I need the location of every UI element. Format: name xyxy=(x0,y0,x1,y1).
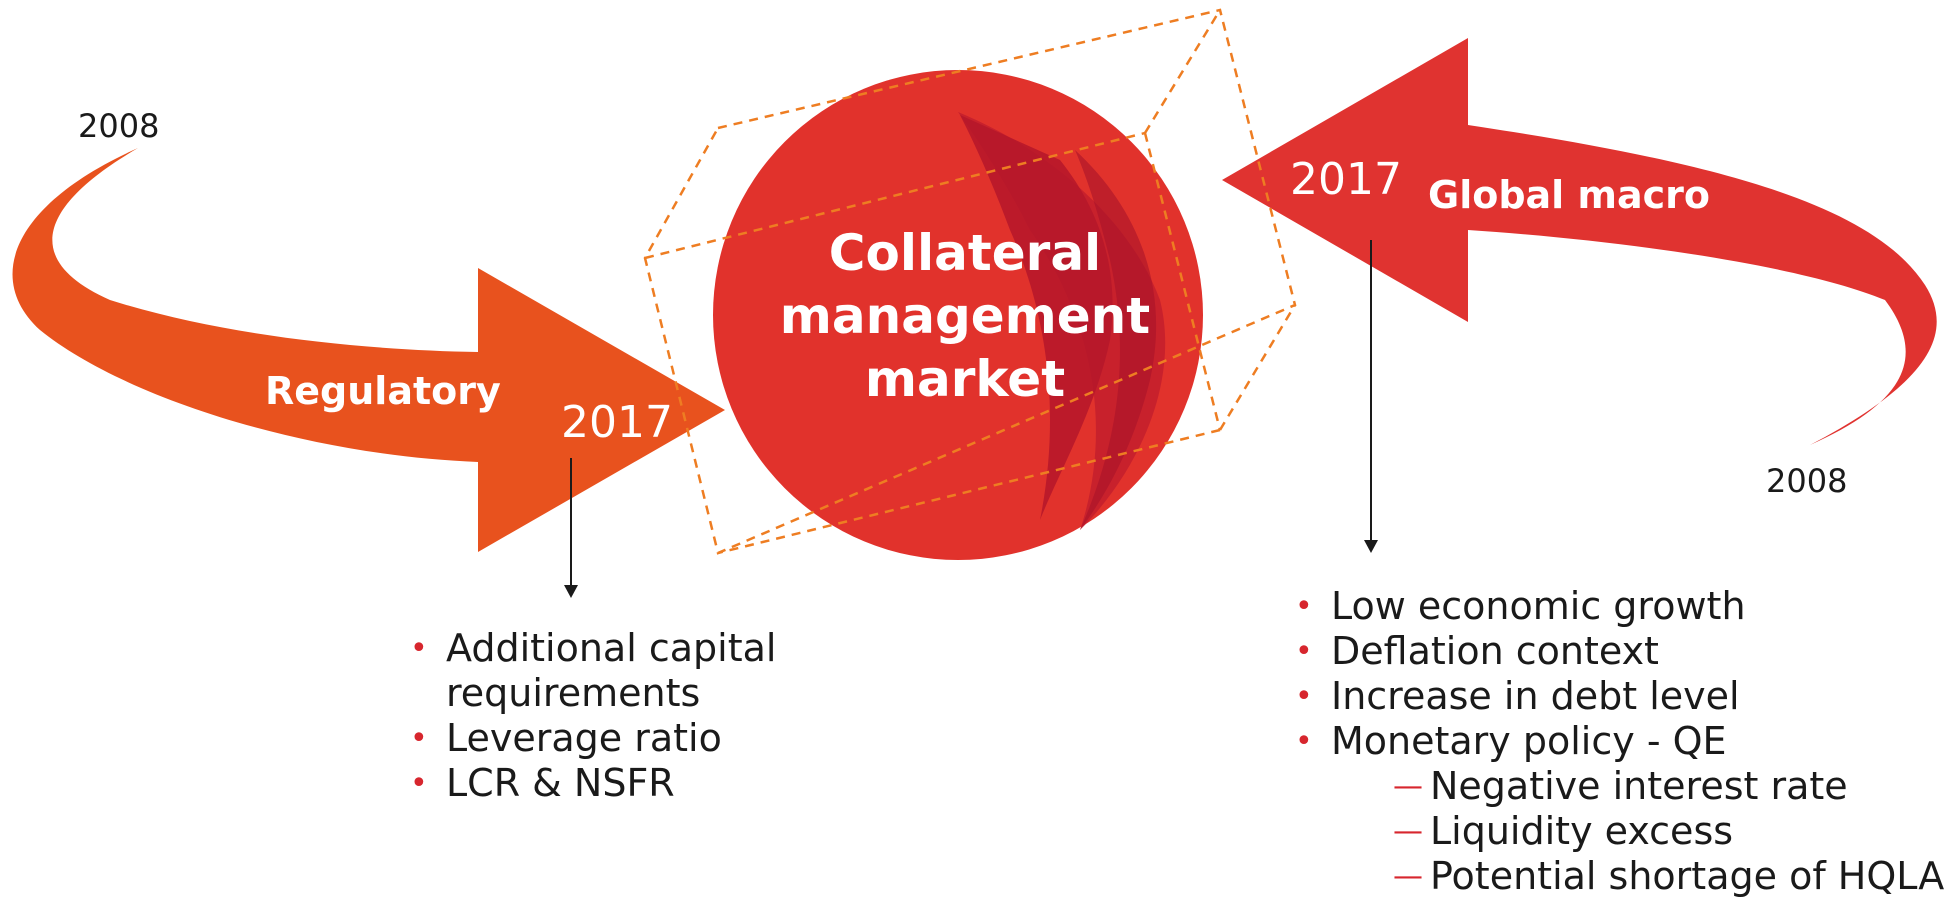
regulatory-end-year: 2017 xyxy=(561,397,673,448)
list-item: Deflation context xyxy=(1295,629,1944,674)
regulatory-arrow xyxy=(12,148,725,552)
center-title-line3: market xyxy=(865,350,1065,408)
regulatory-start-year: 2008 xyxy=(78,107,159,145)
list-item-continuation: requirements xyxy=(446,671,701,715)
list-item: Increase in debt level xyxy=(1295,674,1944,719)
regulatory-pointer xyxy=(564,458,578,598)
list-item: Additional capital xyxy=(410,626,776,671)
list-item: Monetary policy - QE xyxy=(1295,719,1944,764)
sub-list-item: Liquidity excess xyxy=(1295,809,1944,854)
regulatory-list: Additional capital requirements Leverage… xyxy=(410,626,776,806)
regulatory-label: Regulatory xyxy=(265,369,501,413)
global-macro-start-year: 2008 xyxy=(1766,462,1847,500)
center-title-line2: management xyxy=(780,287,1150,345)
global-macro-list: Low economic growth Deflation context In… xyxy=(1295,584,1944,899)
list-item: Leverage ratio xyxy=(410,716,776,761)
center-title-line1: Collateral xyxy=(829,224,1101,282)
global-macro-end-year: 2017 xyxy=(1290,154,1402,205)
dashed-cube xyxy=(643,8,1297,555)
global-macro-arrow xyxy=(1222,38,1937,445)
global-macro-pointer xyxy=(1364,240,1378,553)
collateral-sphere xyxy=(713,70,1203,560)
sub-list-item: Potential shortage of HQLA xyxy=(1295,854,1944,899)
list-item: Low economic growth xyxy=(1295,584,1944,629)
sub-list-item: Negative interest rate xyxy=(1295,764,1944,809)
global-macro-label: Global macro xyxy=(1428,173,1710,217)
list-item: LCR & NSFR xyxy=(410,761,776,806)
